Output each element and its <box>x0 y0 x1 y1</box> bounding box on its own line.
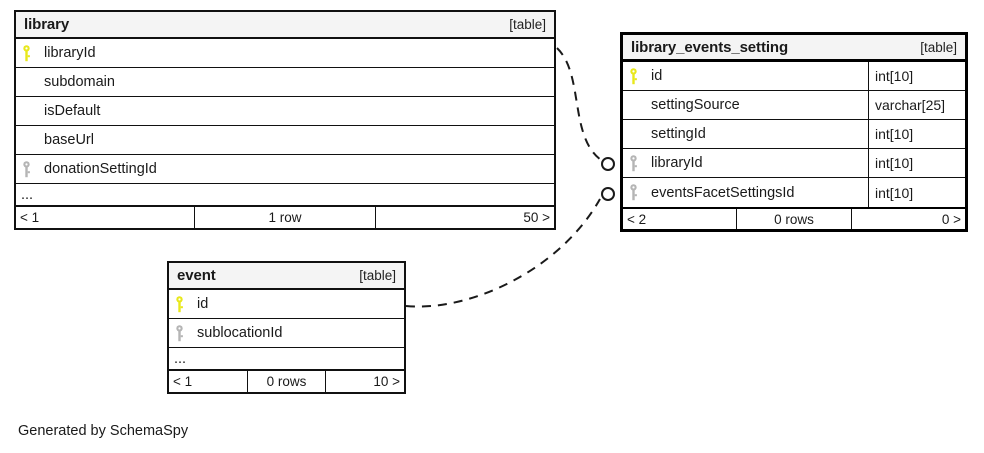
column-name: settingId <box>651 126 706 142</box>
column-name: id <box>651 68 663 84</box>
no-key-spacer <box>623 120 643 148</box>
column-name-cell: donationSettingId <box>36 155 554 183</box>
column-name-cell: libraryId <box>36 39 554 67</box>
table-row[interactable]: id int[10] <box>623 62 965 91</box>
table-row[interactable]: subdomain <box>16 68 554 97</box>
column-name: sublocationId <box>197 325 283 341</box>
column-name-cell: isDefault <box>36 97 554 125</box>
no-key-spacer <box>623 91 643 119</box>
table-row[interactable]: donationSettingId <box>16 155 554 184</box>
table-footer-library: < 1 1 row 50 > <box>16 206 554 228</box>
prev-page-button[interactable]: < 2 <box>627 211 647 227</box>
table-header-library-events-setting: library_events_setting [table] <box>623 35 965 62</box>
column-name: libraryId <box>651 155 703 171</box>
foreign-key-icon <box>623 178 643 207</box>
cardinality-zero-marker <box>601 187 615 201</box>
table-node-library-events-setting[interactable]: library_events_setting [table] id int[10… <box>620 32 968 232</box>
table-title: library_events_setting <box>631 38 789 56</box>
relationship-line <box>556 47 605 163</box>
row-count-label: 0 rows <box>735 209 853 229</box>
column-type: int[10] <box>868 178 965 207</box>
cardinality-zero-marker <box>601 157 615 171</box>
column-type: int[10] <box>868 120 965 148</box>
table-title: event <box>177 267 216 284</box>
table-row[interactable]: libraryId <box>16 39 554 68</box>
table-node-library[interactable]: library [table] libraryId <box>14 10 556 230</box>
table-columns-event: id sublocationId ... <box>169 290 404 370</box>
table-row[interactable]: isDefault <box>16 97 554 126</box>
table-title: library <box>24 16 70 33</box>
column-name-cell: settingId <box>643 120 868 148</box>
table-row[interactable]: eventsFacetSettingsId int[10] <box>623 178 965 207</box>
table-columns-library-events-setting: id int[10] settingSource varchar[25] set… <box>623 62 965 207</box>
table-row[interactable]: libraryId int[10] <box>623 149 965 178</box>
table-footer-event: < 1 0 rows 10 > <box>169 370 404 392</box>
foreign-key-icon <box>16 155 36 183</box>
table-row[interactable]: settingId int[10] <box>623 120 965 149</box>
column-name-cell: sublocationId <box>189 319 404 347</box>
no-key-spacer <box>16 68 36 96</box>
row-count-label: 0 rows <box>246 371 327 392</box>
row-count-label: 1 row <box>193 207 377 228</box>
column-type: varchar[25] <box>868 91 965 119</box>
column-name: donationSettingId <box>44 161 157 177</box>
table-kind-label: [table] <box>509 17 546 32</box>
table-node-event[interactable]: event [table] id <box>167 261 406 394</box>
no-key-spacer <box>16 97 36 125</box>
table-columns-library: libraryId subdomain isDefault baseUrl <box>16 39 554 206</box>
column-name: baseUrl <box>44 132 94 148</box>
column-name-cell: id <box>643 62 868 90</box>
column-type: int[10] <box>868 149 965 177</box>
column-name: eventsFacetSettingsId <box>651 184 795 201</box>
table-row[interactable]: sublocationId <box>169 319 404 348</box>
column-name-cell: id <box>189 290 404 318</box>
table-row[interactable]: settingSource varchar[25] <box>623 91 965 120</box>
column-name-cell: settingSource <box>643 91 868 119</box>
next-page-button[interactable]: 10 > <box>373 374 400 389</box>
truncation-indicator: ... <box>169 348 404 370</box>
table-header-event: event [table] <box>169 263 404 290</box>
column-name-cell: subdomain <box>36 68 554 96</box>
primary-key-icon <box>16 39 36 67</box>
column-name: isDefault <box>44 103 101 119</box>
next-page-button[interactable]: 0 > <box>941 211 961 227</box>
column-name: id <box>197 296 209 312</box>
table-row[interactable]: baseUrl <box>16 126 554 155</box>
column-name: subdomain <box>44 74 115 90</box>
table-kind-label: [table] <box>359 268 396 283</box>
no-key-spacer <box>16 126 36 154</box>
table-footer-library-events-setting: < 2 0 rows 0 > <box>623 207 965 229</box>
column-name-cell: baseUrl <box>36 126 554 154</box>
column-name: settingSource <box>651 97 740 113</box>
column-name-cell: libraryId <box>643 149 868 177</box>
generated-by-credit: Generated by SchemaSpy <box>18 423 189 439</box>
truncation-indicator: ... <box>16 184 554 206</box>
prev-page-button[interactable]: < 1 <box>173 374 193 389</box>
foreign-key-icon <box>623 149 643 177</box>
next-page-button[interactable]: 50 > <box>523 210 550 225</box>
prev-page-button[interactable]: < 1 <box>20 210 40 225</box>
table-kind-label: [table] <box>920 39 957 55</box>
column-name: libraryId <box>44 45 96 61</box>
foreign-key-icon <box>169 319 189 347</box>
table-row[interactable]: id <box>169 290 404 319</box>
column-name-cell: eventsFacetSettingsId <box>643 178 868 207</box>
primary-key-icon <box>169 290 189 318</box>
table-header-library: library [table] <box>16 12 554 39</box>
column-type: int[10] <box>868 62 965 90</box>
primary-key-icon <box>623 62 643 90</box>
